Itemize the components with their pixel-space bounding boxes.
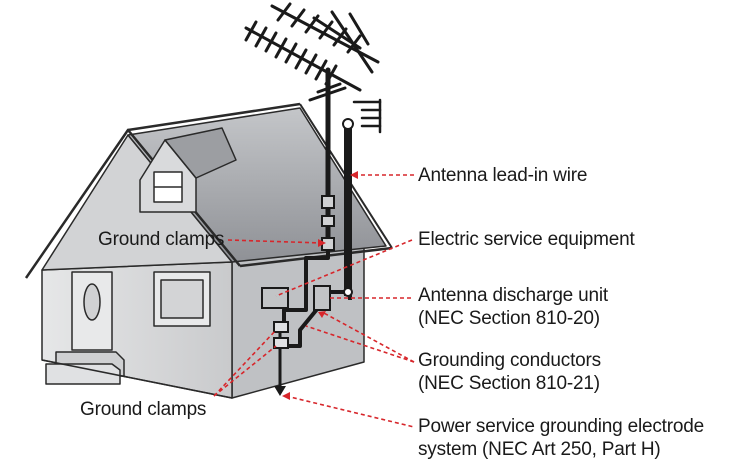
leader-grounding-1 — [321, 311, 415, 363]
antenna — [244, 2, 382, 253]
ground-electrode — [274, 386, 286, 396]
leader-lines — [213, 174, 415, 428]
leader-arrowheads — [282, 171, 358, 400]
leader-ground-clamps-top — [227, 239, 323, 244]
leader-grounding-2 — [305, 325, 415, 363]
leader-ground-clamps-bottom-2 — [213, 345, 277, 397]
label-grounding-conductors-2: (NEC Section 810-21) — [418, 373, 600, 394]
label-power-service-2: system (NEC Art 250, Part H) — [418, 439, 661, 460]
leader-power-service — [285, 395, 415, 428]
label-power-service-1: Power service grounding electrode — [418, 416, 704, 437]
label-antenna-lead-in: Antenna lead-in wire — [418, 165, 588, 186]
discharge-unit — [313, 285, 331, 311]
label-ground-clamps-bottom: Ground clamps — [80, 399, 207, 420]
label-discharge-unit-2: (NEC Section 810-20) — [418, 308, 600, 329]
service-equipment — [261, 285, 353, 349]
label-electric-service: Electric service equipment — [418, 229, 635, 250]
label-discharge-unit-1: Antenna discharge unit — [418, 285, 608, 306]
label-ground-clamps-top: Ground clamps — [98, 229, 225, 250]
leader-ground-clamps-bottom-1 — [213, 329, 277, 397]
house — [24, 102, 393, 399]
label-grounding-conductors-1: Grounding conductors — [418, 350, 601, 371]
leader-electric-service — [275, 239, 413, 297]
